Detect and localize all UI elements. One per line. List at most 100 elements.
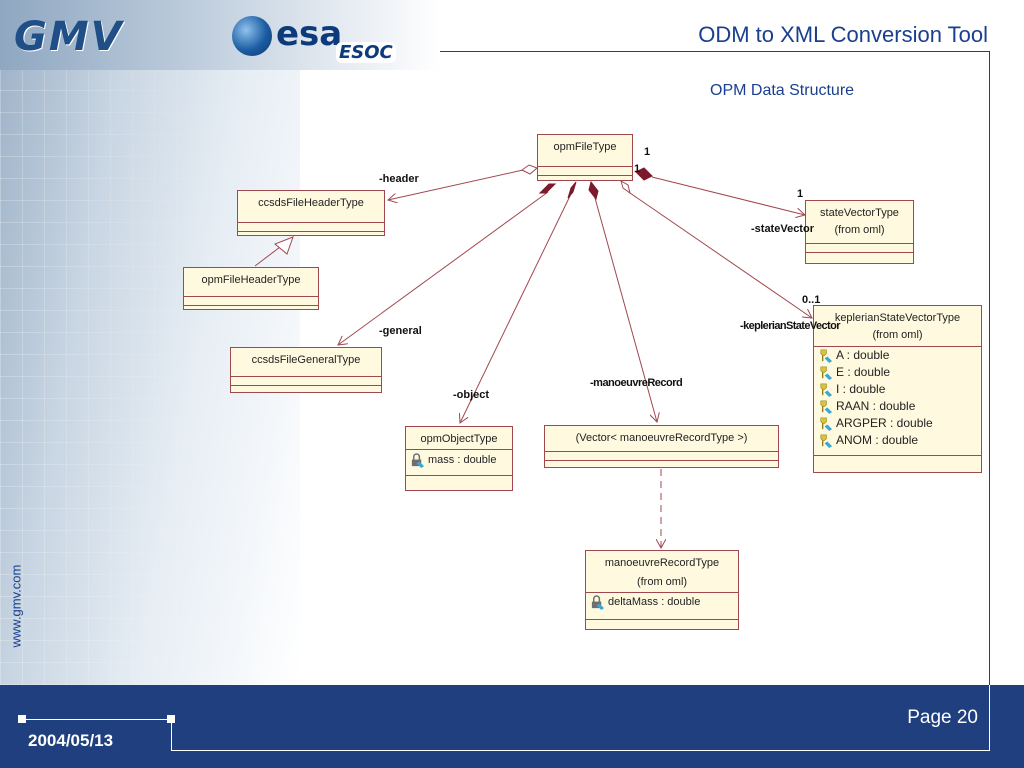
public-attribute-icon (820, 349, 833, 363)
class-divider (406, 449, 512, 450)
slide-date: 2004/05/13 (28, 731, 114, 750)
class-keplerian-state-vector-type[interactable]: keplerianStateVectorType (from oml) A : … (813, 305, 982, 473)
attribute-row: deltaMass : double (586, 594, 738, 611)
attribute-text: mass : double (428, 454, 497, 466)
page-number: Page 20 (907, 707, 978, 728)
footer-rule (171, 719, 172, 751)
multiplicity-label: 1 (644, 146, 651, 158)
state-vector-composition-diamond (635, 167, 653, 181)
esa-logo-text: esa (276, 14, 343, 54)
class-manoeuvre-record-type[interactable]: manoeuvreRecordType (from oml) deltaMass… (585, 550, 739, 630)
class-opm-object-type[interactable]: opmObjectType mass : double (405, 426, 513, 491)
class-opm-file-header-type[interactable]: opmFileHeaderType (183, 267, 319, 310)
state-vector-association (651, 176, 805, 215)
class-state-vector-type[interactable]: stateVectorType (from oml) (805, 200, 914, 264)
attribute-row: A : double (814, 347, 981, 364)
public-attribute-icon (820, 434, 833, 448)
class-divider (814, 346, 981, 347)
attribute-text: E : double (836, 365, 891, 379)
esa-esoc-logo: esa ESOC (232, 14, 410, 66)
class-divider (806, 243, 913, 244)
class-name: ccsdsFileGeneralType (251, 354, 361, 366)
role-general: -general (379, 325, 422, 337)
footer-rule (989, 685, 990, 751)
footer-rule (22, 719, 172, 720)
manoeuvre-composition-diamond (588, 180, 599, 201)
object-composition-diamond (567, 181, 577, 199)
header-aggregation-diamond (521, 164, 538, 175)
class-ccsds-file-general-type[interactable]: ccsdsFileGeneralType (230, 347, 382, 393)
attribute-row: ARGPER : double (814, 415, 981, 432)
esa-globe-icon (232, 16, 272, 56)
general-association (338, 191, 549, 345)
role-object: -object (453, 389, 490, 401)
attribute-row: E : double (814, 364, 981, 381)
multiplicity-label: 0..1 (802, 294, 821, 306)
class-divider (586, 619, 738, 620)
class-name: opmFileHeaderType (201, 274, 301, 286)
class-divider (806, 252, 913, 253)
multiplicity-label: 1 (797, 188, 804, 200)
attribute-text: I : double (836, 382, 886, 396)
role-header: -header (379, 173, 419, 185)
class-divider (238, 231, 384, 232)
attribute-text: ANOM : double (836, 433, 919, 447)
public-attribute-icon (820, 366, 833, 380)
class-divider (406, 475, 512, 476)
right-rule (989, 51, 990, 685)
header-association (388, 169, 524, 200)
class-divider (231, 385, 381, 386)
footer-square-marker (18, 715, 26, 723)
attribute-text: deltaMass : double (608, 596, 701, 608)
diagram-title: OPM Data Structure (710, 82, 855, 99)
attribute-row: RAAN : double (814, 398, 981, 415)
class-package: (from oml) (834, 224, 885, 236)
esoc-logo-text: ESOC (336, 42, 396, 63)
class-vector-manoeuvre-record[interactable]: (Vector< manoeuvreRecordType >) (544, 425, 779, 468)
class-divider (545, 460, 778, 461)
slide-title: ODM to XML Conversion Tool (698, 22, 988, 47)
multiplicity-label: 1 (634, 163, 641, 175)
class-package: (from oml) (872, 329, 923, 341)
private-attribute-lock-icon (591, 595, 605, 610)
public-attribute-icon (820, 400, 833, 414)
manoeuvre-association (594, 197, 657, 422)
private-attribute-lock-icon (411, 453, 425, 468)
attribute-row: ANOM : double (814, 432, 981, 449)
class-divider (184, 296, 318, 297)
public-attribute-icon (820, 383, 833, 397)
class-divider (545, 451, 778, 452)
keplerian-aggregation-diamond (620, 179, 631, 195)
class-opm-file-type[interactable]: opmFileType (537, 134, 633, 181)
gmv-logo: GMV (14, 14, 124, 60)
role-keplerian-state-vector: -keplerianStateVector (740, 320, 841, 332)
class-divider (814, 455, 981, 456)
keplerian-association (629, 192, 812, 318)
attribute-row: I : double (814, 381, 981, 398)
class-name: opmObjectType (420, 433, 498, 445)
footer-square-marker (167, 715, 175, 723)
attribute-row: mass : double (406, 452, 512, 469)
class-name: (Vector< manoeuvreRecordType >) (575, 432, 748, 444)
public-attribute-icon (820, 417, 833, 431)
header-rule (440, 51, 990, 52)
class-name: opmFileType (553, 141, 617, 153)
generalization-triangle (274, 236, 294, 255)
class-ccsds-file-header-type[interactable]: ccsdsFileHeaderType (237, 190, 385, 236)
class-divider (184, 305, 318, 306)
class-name: ccsdsFileHeaderType (258, 197, 364, 209)
attribute-text: ARGPER : double (836, 416, 933, 430)
role-manoeuvre-record: -manoeuvreRecord (590, 377, 683, 389)
role-state-vector: -stateVector (751, 223, 814, 235)
class-package: (from oml) (636, 576, 688, 588)
attribute-text: RAAN : double (836, 399, 916, 413)
attribute-text: A : double (836, 348, 890, 362)
object-association (460, 195, 571, 423)
class-divider (538, 175, 632, 176)
class-name: keplerianStateVectorType (834, 312, 961, 324)
class-divider (538, 166, 632, 167)
class-divider (238, 222, 384, 223)
class-divider (586, 592, 738, 593)
